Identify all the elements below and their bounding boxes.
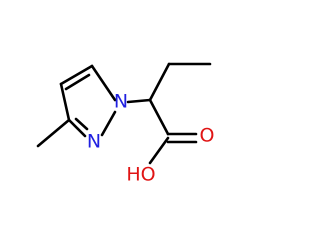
bond-n1-calpha <box>126 98 152 104</box>
atom-o-carbonyl-label: O <box>200 125 215 147</box>
atom-n1-label: N <box>114 91 128 113</box>
structure-diagram: N N O HO <box>36 62 215 186</box>
bond-c3-n2 <box>67 118 87 138</box>
atom-oh-label: HO <box>126 164 155 186</box>
bond-c4-c3 <box>59 82 71 122</box>
bond-n2-n1 <box>100 110 117 137</box>
bond-ccarboxyl-oh <box>148 136 170 165</box>
bond-n1-c5 <box>90 64 117 102</box>
bond-c5-c4-inner <box>64 73 91 91</box>
bond-c3-methyl <box>36 118 71 148</box>
atom-n2-label: N <box>87 131 101 153</box>
bond-c3-n2-inner <box>74 117 89 131</box>
bond-calpha-cethyl <box>148 62 171 102</box>
bond-c5-c4 <box>59 64 94 86</box>
bond-calpha-ccarboxyl <box>148 98 170 136</box>
